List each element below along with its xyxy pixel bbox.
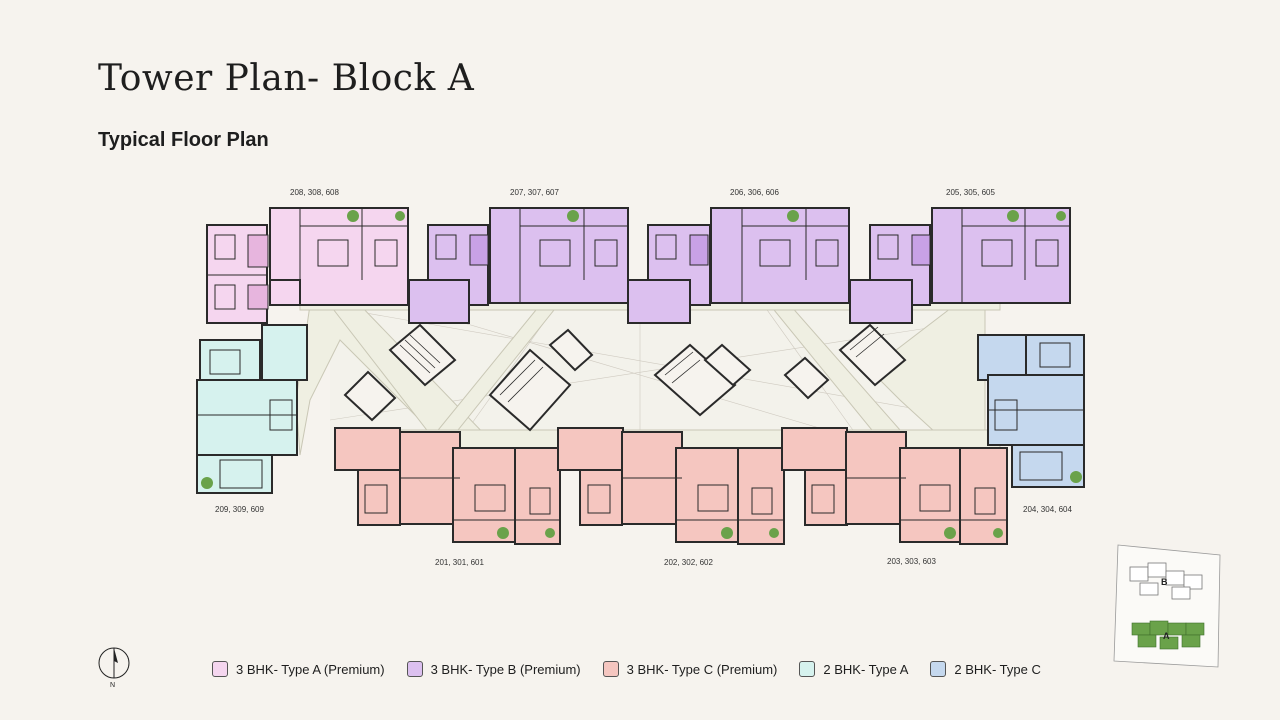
legend-item: 3 BHK- Type B (Premium) <box>406 661 581 677</box>
legend-item: 3 BHK- Type A (Premium) <box>212 661 385 677</box>
block-a-highlight <box>1131 620 1205 650</box>
unit-202-plan <box>557 427 785 545</box>
legend-swatch <box>406 661 423 677</box>
plant-icons <box>201 210 1082 539</box>
block-b-outline <box>1129 562 1203 600</box>
unit-label-207: 207, 307, 607 <box>510 188 559 197</box>
legend-label: 3 BHK- Type A (Premium) <box>236 661 385 677</box>
unit-label-208: 208, 308, 608 <box>290 188 339 197</box>
legend-label: 2 BHK- Type A <box>823 661 909 677</box>
unit-label-202: 202, 302, 602 <box>664 558 713 567</box>
north-arrow-icon <box>98 647 130 679</box>
courtyard <box>319 299 981 441</box>
page-subtitle: Typical Floor Plan <box>98 129 269 151</box>
legend-label: 2 BHK- Type C <box>954 661 1041 677</box>
legend: 3 BHK- Type A (Premium) 3 BHK- Type B (P… <box>212 661 1041 677</box>
unit-206-plan <box>627 207 850 324</box>
unit-label-201: 201, 301, 601 <box>435 558 484 567</box>
stair-cores <box>343 323 907 432</box>
legend-label: 3 BHK- Type B (Premium) <box>430 661 581 677</box>
unit-label-204: 204, 304, 604 <box>1023 505 1072 514</box>
keymap-block-b-label: B <box>1161 577 1168 587</box>
unit-label-203: 203, 303, 603 <box>887 557 936 566</box>
legend-item: 2 BHK- Type A <box>799 661 908 677</box>
legend-label: 3 BHK- Type C (Premium) <box>626 661 778 677</box>
unit-209-plan <box>196 324 308 494</box>
unit-207-plan <box>408 207 629 324</box>
unit-208-plan <box>206 207 409 324</box>
site-key-map: B A <box>1113 544 1221 668</box>
north-label: N <box>110 682 116 689</box>
keymap-block-a-label: A <box>1163 631 1170 641</box>
unit-label-206: 206, 306, 606 <box>730 188 779 197</box>
legend-swatch <box>602 661 619 677</box>
legend-item: 3 BHK- Type C (Premium) <box>602 661 778 677</box>
legend-swatch <box>212 661 228 677</box>
page-title: Tower Plan- Block A <box>98 58 475 99</box>
unit-203-plan <box>781 427 1008 545</box>
unit-label-205: 205, 305, 605 <box>946 188 995 197</box>
unit-205-plan <box>849 207 1071 324</box>
unit-label-209: 209, 309, 609 <box>215 505 264 514</box>
unit-201-plan <box>334 427 561 545</box>
legend-swatch <box>799 661 816 677</box>
legend-swatch <box>930 661 947 677</box>
legend-item: 2 BHK- Type C <box>930 661 1041 677</box>
